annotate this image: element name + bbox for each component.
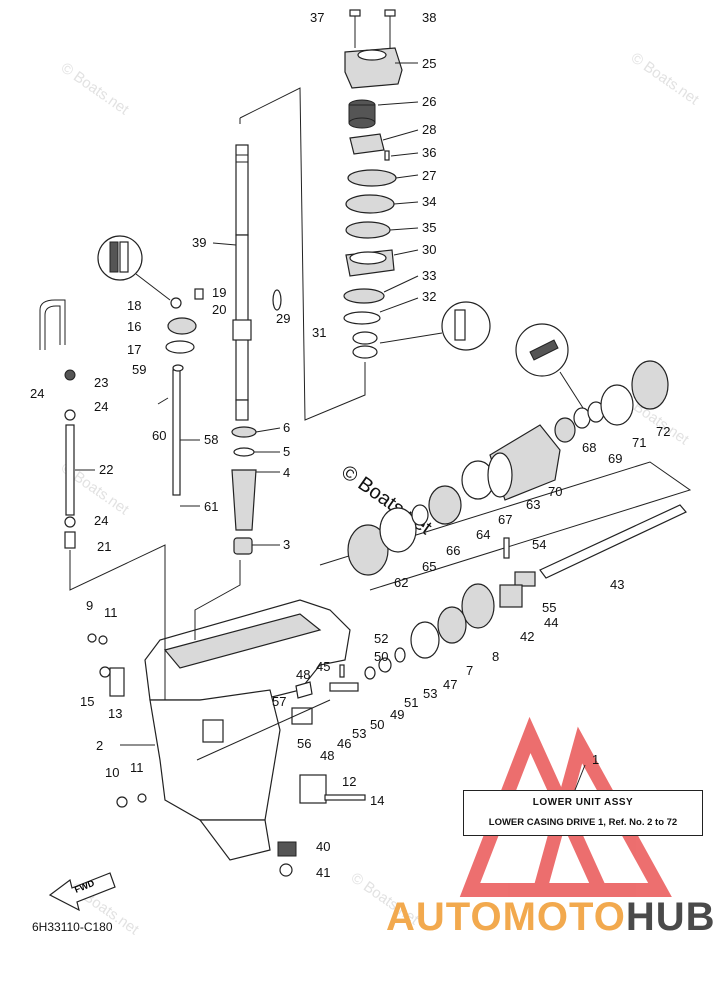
part-number: 12	[342, 774, 356, 789]
part-number: 57	[272, 694, 286, 709]
part-number: 53	[423, 686, 437, 701]
part-number: 67	[498, 512, 512, 527]
part-number: 71	[632, 435, 646, 450]
brand-logo: AUTOMOTOHUB	[386, 895, 714, 940]
part-number: 3	[283, 537, 290, 552]
part-number: 36	[422, 145, 436, 160]
part-number: 49	[390, 707, 404, 722]
part-number: 2	[96, 738, 103, 753]
water-pump-assembly	[343, 9, 403, 359]
part-number: 65	[422, 559, 436, 574]
detail-callouts	[97, 235, 584, 409]
part-number: 41	[316, 865, 330, 880]
part-number: 50	[370, 717, 384, 732]
part-number: 15	[80, 694, 94, 709]
part-number: 11	[130, 760, 144, 775]
part-number: 21	[97, 539, 111, 554]
part-number: 68	[582, 440, 596, 455]
part-number: 63	[526, 497, 540, 512]
part-number: 33	[422, 268, 436, 283]
part-number: 32	[422, 289, 436, 304]
part-number: 38	[422, 10, 436, 25]
part-number-labels: 1 2 3 4 5 6 7 8 9 10 11 11 12 13 14 15 1…	[28, 10, 670, 880]
part-number: 69	[608, 451, 622, 466]
part-number: 43	[610, 577, 624, 592]
part-number: 11	[104, 605, 118, 620]
part-number: 25	[422, 56, 436, 71]
part-number: 8	[492, 649, 499, 664]
shift-rod-assembly	[39, 288, 204, 549]
drawing-code: 6H33110-C180	[32, 920, 113, 934]
part-number: 72	[656, 424, 670, 439]
part-number: 24	[94, 513, 108, 528]
part-number: 50	[374, 649, 388, 664]
part-number: 66	[446, 543, 460, 558]
part-number: 9	[86, 598, 93, 613]
part-number: 19	[212, 285, 226, 300]
part-number: 55	[542, 600, 556, 615]
part-number: 23	[94, 375, 108, 390]
part-number: 35	[422, 220, 436, 235]
part-number: 39	[192, 235, 206, 250]
part-number: 24	[28, 344, 42, 359]
part-number: 6	[283, 420, 290, 435]
part-number: 42	[520, 629, 534, 644]
part-number: 48	[296, 667, 310, 682]
part-number: 44	[544, 615, 558, 630]
lower-casing	[69, 544, 366, 877]
watermark-text: © Boats.net	[58, 59, 133, 118]
part-number: 60	[152, 428, 166, 443]
part-number: 5	[283, 444, 290, 459]
part-number: 13	[108, 706, 122, 721]
part-number: 1	[592, 752, 599, 767]
brand-logo-part2: HUB	[625, 895, 714, 939]
part-number: 64	[476, 527, 490, 542]
part-number: 59	[132, 362, 146, 377]
part-number: 58	[204, 432, 218, 447]
part-number: 48	[320, 748, 334, 763]
part-number: 24	[30, 386, 44, 401]
part-number: 28	[422, 122, 436, 137]
part-number: 17	[127, 342, 141, 357]
part-number: 70	[548, 484, 562, 499]
part-number: 56	[297, 736, 311, 751]
part-number: 22	[99, 462, 113, 477]
part-number: 62	[394, 575, 408, 590]
part-number: 16	[127, 319, 141, 334]
part-number: 53	[352, 726, 366, 741]
part-number: 7	[466, 663, 473, 678]
part-number: 37	[310, 10, 324, 25]
part-number: 47	[443, 677, 457, 692]
part-number: 45	[316, 659, 330, 674]
leader-lines	[75, 62, 586, 791]
part-number: 29	[276, 311, 290, 326]
part-number: 24	[94, 399, 108, 414]
title-box-line2: LOWER CASING DRIVE 1, Ref. No. 2 to 72	[488, 817, 678, 828]
part-number: 30	[422, 242, 436, 257]
part-number: 4	[283, 465, 290, 480]
part-number: 31	[312, 325, 326, 340]
drive-shaft-assembly	[231, 87, 366, 555]
part-number: 18	[127, 298, 141, 313]
part-number: 10	[105, 765, 119, 780]
part-number: 26	[422, 94, 436, 109]
part-number: 51	[404, 695, 418, 710]
part-number: 34	[422, 194, 436, 209]
title-box: LOWER UNIT ASSY LOWER CASING DRIVE 1, Re…	[463, 790, 703, 836]
part-number: 40	[316, 839, 330, 854]
brand-logo-part1: AUTOMOTO	[386, 895, 626, 939]
watermark-text: © Boats.net	[628, 49, 703, 108]
prop-shaft-assembly	[196, 360, 692, 761]
title-box-line1: LOWER UNIT ASSY	[532, 797, 634, 808]
part-number: 54	[532, 537, 546, 552]
part-number: 27	[422, 168, 436, 183]
part-number: 52	[374, 631, 388, 646]
part-number: 20	[212, 302, 226, 317]
part-number: 14	[370, 793, 384, 808]
part-number: 46	[337, 736, 351, 751]
part-number: 61	[204, 499, 218, 514]
